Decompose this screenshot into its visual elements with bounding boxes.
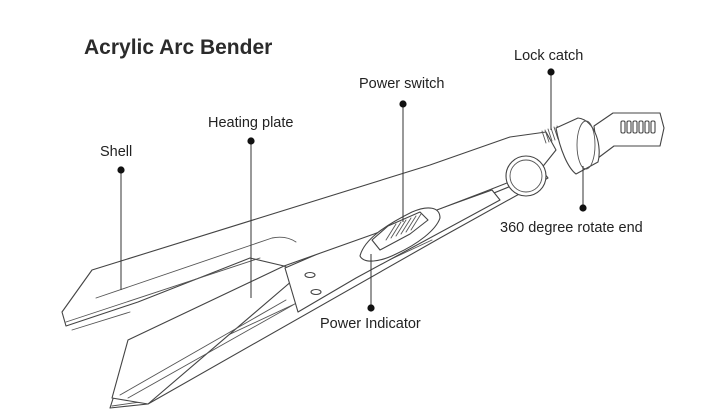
pivot-knob	[505, 155, 547, 197]
power-cord	[593, 112, 665, 159]
callout-label-power-indicator: Power Indicator	[320, 316, 421, 332]
leader-dot-lock-catch	[547, 68, 555, 76]
callout-shell: Shell	[100, 144, 132, 290]
leader-dot-rotate-end	[579, 204, 587, 212]
rotate-end-cap[interactable]	[555, 117, 600, 175]
callout-label-power-switch: Power switch	[359, 76, 444, 92]
callout-rotate-end: 360 degree rotate end	[500, 166, 643, 236]
arc-bender-illustration	[61, 112, 665, 409]
leader-dot-power-indicator	[367, 304, 375, 312]
leader-dot-heating-plate	[247, 137, 255, 145]
callout-label-lock-catch: Lock catch	[514, 48, 583, 64]
callout-label-heating-plate: Heating plate	[208, 115, 293, 131]
callout-label-shell: Shell	[100, 144, 132, 160]
power-switch-slider[interactable]	[371, 211, 429, 251]
leader-dot-shell	[117, 166, 125, 174]
callout-label-rotate-end: 360 degree rotate end	[500, 220, 643, 236]
callout-power-switch: Power switch	[359, 76, 444, 222]
callout-power-indicator: Power Indicator	[320, 254, 421, 332]
power-switch-housing	[359, 207, 441, 262]
callout-heating-plate: Heating plate	[208, 115, 293, 298]
leader-dot-power-switch	[399, 100, 407, 108]
diagram-title: Acrylic Arc Bender	[84, 36, 272, 59]
callout-lock-catch: Lock catch	[514, 48, 583, 130]
